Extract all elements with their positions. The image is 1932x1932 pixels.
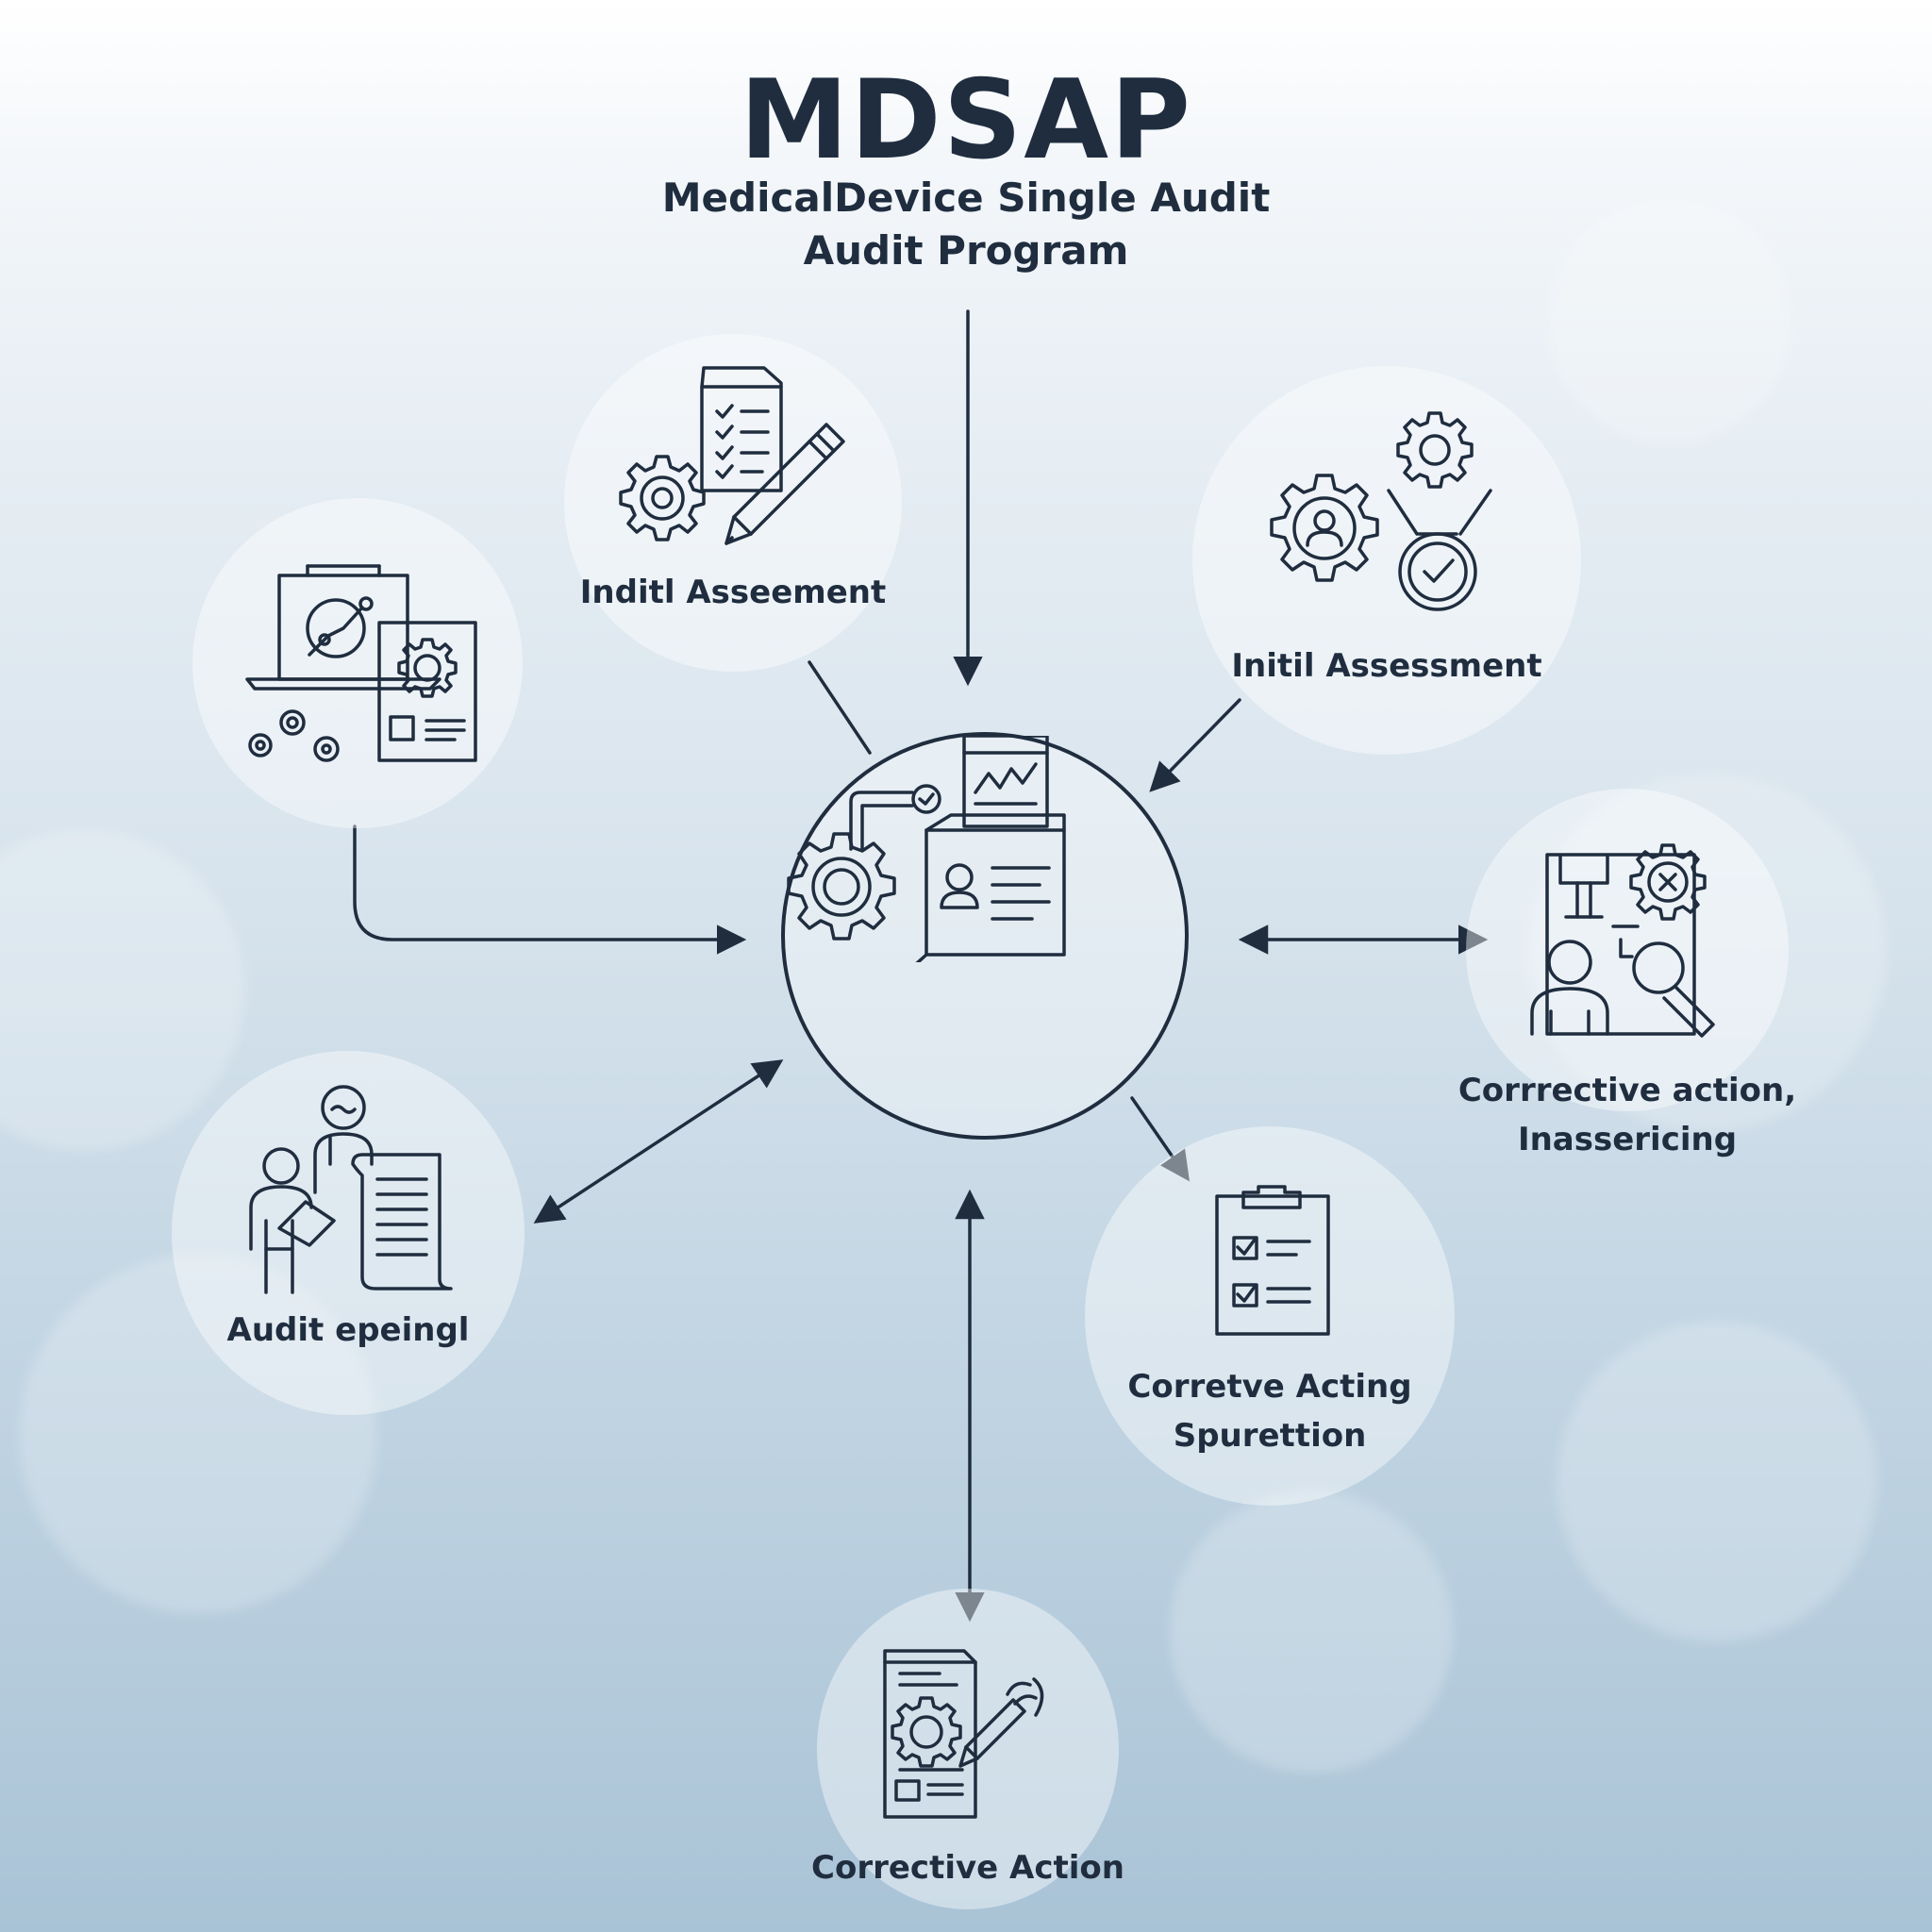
node-initial-assessment-right[interactable]: Initil Assessment (1192, 366, 1581, 755)
gear-dashboard-profile-icon (787, 734, 1066, 974)
node-label-line-2: Inassericing (1517, 1121, 1738, 1158)
node-label-line-1: Corrrective action, (1457, 1072, 1797, 1109)
laptop-chart-gear-document-icon (245, 564, 477, 762)
node-corrective-action-right[interactable]: Corrrective action, Inassericing (1458, 789, 1796, 1158)
line-top-node-to-hub (808, 660, 872, 755)
page-subtitle: MedicalDevice Single Audit Audit Program (0, 172, 1932, 277)
node-label: Initil Assessment (1231, 647, 1542, 685)
document-gear-pen-icon (883, 1649, 1044, 1819)
node-label-line-2: Spurettion (1173, 1417, 1367, 1455)
background-bokeh (0, 830, 245, 1151)
arrow-hub-left-lower-node (533, 1059, 784, 1224)
subtitle-line-2: Audit Program (803, 227, 1129, 274)
node-label: Inditl Asseement (579, 574, 887, 611)
hub-node[interactable] (781, 732, 1189, 1140)
people-scroll-document-icon (249, 1085, 453, 1294)
background-bokeh (1547, 198, 1792, 443)
arrow-left-upper-to-hub (353, 824, 747, 955)
node-label-multiline: Corretve Acting Spurettion (1085, 1362, 1455, 1460)
arrow-hub-to-lower-right (1130, 1096, 1190, 1182)
node-initial-assessment-top[interactable]: Inditl Asseement (564, 334, 902, 672)
page-title: MDSAP (739, 57, 1193, 184)
node-label: Audit epeingl (226, 1311, 470, 1349)
node-data-analysis[interactable] (192, 498, 523, 828)
node-corrective-action-bottom[interactable]: Corrective Action (811, 1589, 1124, 1909)
node-label: Corrective Action (811, 1849, 1124, 1887)
background-bokeh (1170, 1491, 1453, 1774)
background-bokeh (1557, 1321, 1877, 1641)
gears-person-badge-icon (1270, 411, 1492, 611)
node-corrective-acting[interactable]: Corretve Acting Spurettion (1085, 1126, 1455, 1506)
machine-person-magnifier-icon (1530, 843, 1715, 1038)
arrow-top-right-to-hub (1149, 698, 1241, 792)
subtitle-line-1: MedicalDevice Single Audit (661, 175, 1271, 221)
background-bokeh (19, 1255, 377, 1613)
checklist-gear-pen-icon (619, 366, 845, 545)
clipboard-checklist-icon (1215, 1185, 1330, 1336)
node-audit-reporting[interactable]: Audit epeingl (172, 1051, 525, 1415)
node-label-multiline: Corrrective action, Inassericing (1409, 1066, 1845, 1164)
node-label-line-1: Corretve Acting (1127, 1368, 1412, 1406)
